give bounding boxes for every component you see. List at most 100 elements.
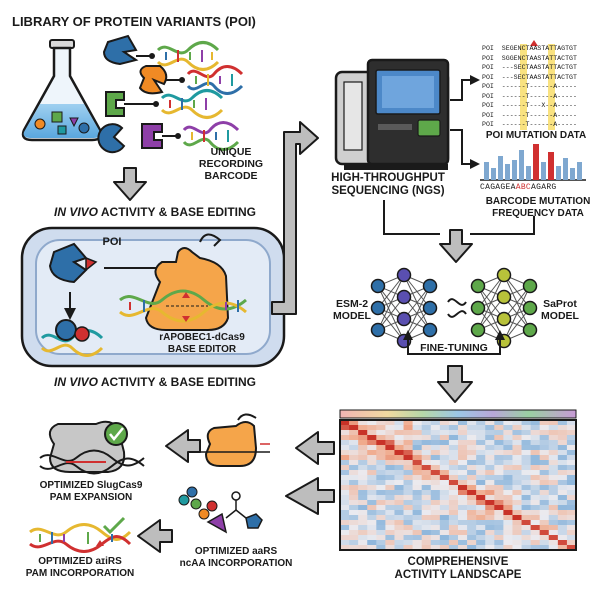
heatmap-cell (376, 495, 386, 501)
network-node (422, 278, 438, 294)
heatmap-cell (403, 470, 413, 476)
heatmap-cell (557, 525, 568, 531)
protein-variant-pacman (97, 123, 126, 154)
heatmap-cell (476, 450, 486, 456)
heatmap-cell (448, 435, 459, 441)
heatmap-cell (430, 530, 441, 536)
heatmap-cell (340, 460, 350, 466)
heatmap-cell (421, 540, 432, 546)
heatmap-cell (458, 480, 468, 486)
heatmap-cell (403, 530, 413, 536)
heatmap-cell (403, 480, 413, 486)
heatmap-cell (476, 460, 486, 466)
heatmap-cell (349, 495, 359, 501)
heatmap-cell (476, 545, 486, 551)
heatmap-cell (421, 530, 432, 536)
base-editor-label: rAPOBEC1-dCas9 BASE EDITOR (122, 332, 282, 355)
network-node (470, 322, 486, 338)
heatmap-cell (557, 495, 568, 501)
heatmap-cell (494, 455, 504, 461)
heatmap-cell (367, 450, 377, 456)
heatmap-cell (412, 540, 422, 546)
heatmap-cell (476, 475, 486, 481)
heatmap-cell (403, 420, 413, 426)
heatmap-cell (430, 535, 441, 541)
heatmap-cell (494, 525, 504, 531)
poi-label: POI (102, 236, 122, 248)
heatmap-cell (340, 520, 350, 526)
heatmap-cell (448, 540, 459, 546)
heatmap-cell (349, 475, 359, 481)
heatmap-cell (476, 525, 486, 531)
heatmap-cell (548, 430, 559, 436)
heatmap-cell (467, 515, 477, 521)
heatmap-cell (448, 425, 459, 431)
heatmap-cell (476, 465, 486, 471)
heatmap-cell (557, 425, 568, 431)
heatmap-cell (521, 430, 531, 436)
heatmap-cell (512, 510, 522, 516)
heatmap-cell (421, 445, 432, 451)
heatmap-cell (512, 525, 522, 531)
heatmap-cell (467, 425, 477, 431)
heatmap-cell (421, 430, 432, 436)
heatmap-color-bar (339, 409, 577, 419)
heatmap-cell (530, 505, 540, 511)
heatmap-cell (494, 485, 504, 491)
heatmap-cell (503, 495, 513, 501)
heatmap-cell (430, 460, 441, 466)
heatmap-cell (539, 450, 550, 456)
heatmap-cell (394, 435, 404, 441)
heatmap-cell (539, 435, 550, 441)
heatmap-cell (548, 505, 559, 511)
heatmap-cell (548, 540, 559, 546)
heatmap-cell (485, 450, 495, 456)
heatmap-cell (530, 485, 540, 491)
heatmap-cell (458, 485, 468, 491)
heatmap-cell (539, 525, 550, 531)
heatmap-cell (530, 460, 540, 466)
heatmap-cell (358, 445, 368, 451)
heatmap-cell (439, 450, 450, 456)
heatmap-cell (340, 440, 350, 446)
heatmap-cell (358, 420, 368, 426)
heatmap-cell (448, 455, 459, 461)
heatmap-cell (358, 520, 368, 526)
heatmap-cell (467, 510, 477, 516)
heatmap-cell (385, 460, 395, 466)
heatmap-cell (485, 500, 495, 506)
heatmap-cell (521, 460, 531, 466)
heatmap-cell (494, 470, 504, 476)
heatmap-cell (439, 500, 450, 506)
ngs-label-line-2: SEQUENCING (NGS) (331, 185, 445, 198)
heatmap-cell (421, 425, 432, 431)
heatmap-cell (557, 515, 568, 521)
heatmap-cell (458, 500, 468, 506)
heatmap-cell (548, 455, 559, 461)
network-node (396, 311, 412, 327)
heatmap-cell (458, 425, 468, 431)
heatmap-cell (458, 525, 468, 531)
heatmap-cell (557, 430, 568, 436)
heatmap-cell (394, 455, 404, 461)
heatmap-cell (394, 535, 404, 541)
heatmap-cell (458, 495, 468, 501)
heatmap-cell (439, 545, 450, 551)
heatmap-cell (412, 435, 422, 441)
heatmap-cell (430, 470, 441, 476)
heatmap-cell (539, 465, 550, 471)
heatmap-cell (430, 525, 441, 531)
heatmap-cell (566, 510, 577, 516)
airs-dna-icon (29, 523, 132, 553)
heatmap-cell (367, 465, 377, 471)
heatmap-cell (494, 520, 504, 526)
heatmap-cell (448, 515, 459, 521)
arrow-down-icon (64, 292, 76, 320)
heatmap-cell (340, 505, 350, 511)
heatmap-cell (421, 450, 432, 456)
heatmap-cell (403, 460, 413, 466)
heatmap-cell (521, 540, 531, 546)
heatmap-cell (367, 540, 377, 546)
arrow-left-icon (285, 477, 335, 515)
